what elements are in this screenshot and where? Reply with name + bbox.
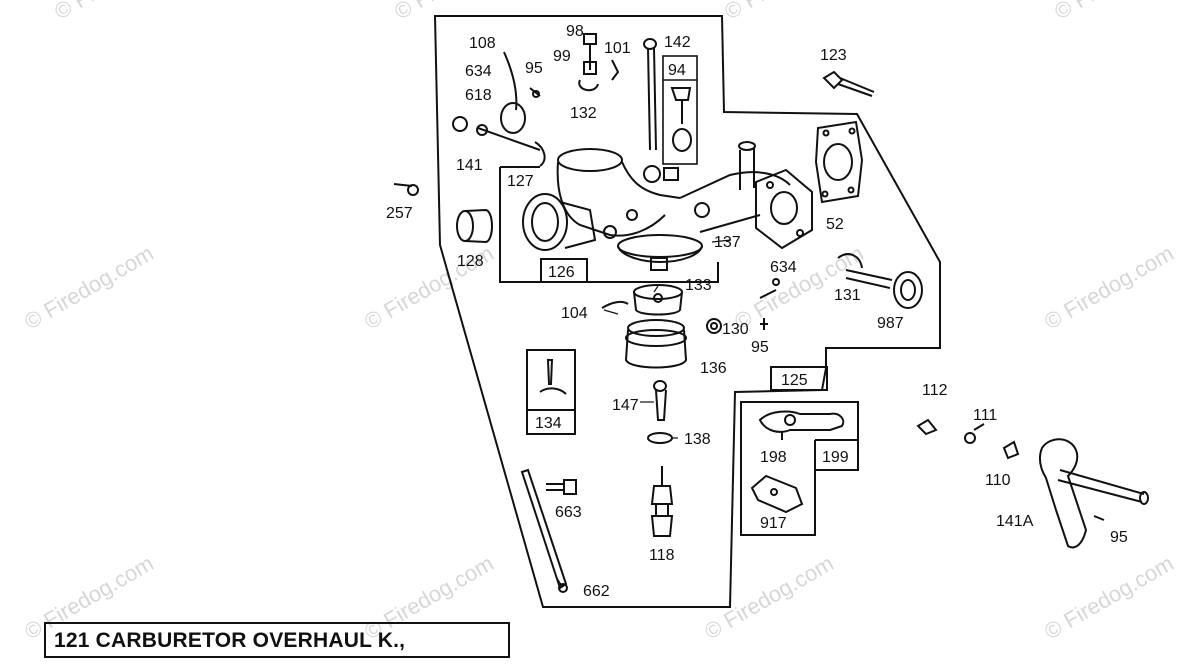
part-label: 618 — [465, 87, 492, 104]
kit-title: 121 CARBURETOR OVERHAUL K., — [54, 629, 406, 652]
part-label: 133 — [685, 277, 712, 294]
part-118 — [650, 466, 674, 537]
part-label: 131 — [834, 287, 861, 304]
part-label: 136 — [700, 360, 727, 377]
needle-parts — [578, 33, 620, 92]
part-663 — [546, 479, 577, 495]
screw-123 — [822, 70, 875, 97]
boxed-label-94: 94 — [668, 62, 686, 79]
float-133 — [633, 284, 683, 316]
part-label: 95 — [1110, 529, 1128, 546]
part-label: 128 — [457, 253, 484, 270]
part-label: 132 — [570, 105, 597, 122]
part-label: 123 — [820, 47, 847, 64]
part-label: 137 — [714, 234, 741, 251]
part-label: 111 — [973, 407, 997, 424]
part-label: 634 — [465, 63, 492, 80]
carburetor-body — [522, 141, 813, 271]
watermark: © Firedog.com — [1040, 240, 1178, 334]
boxed-label-126: 126 — [548, 264, 575, 281]
part-134-needle — [539, 359, 567, 395]
gasket-52 — [814, 120, 864, 204]
part-label: 95 — [751, 339, 769, 356]
boxed-label-199: 199 — [822, 449, 849, 466]
boxed-label-917: 917 — [760, 515, 787, 532]
part-147 — [653, 380, 667, 421]
part-label: 634 — [770, 259, 797, 276]
part-label: 101 — [604, 40, 631, 57]
watermark: © Firedog.com — [50, 0, 188, 24]
part-662 — [520, 468, 568, 593]
part-label: 141 — [456, 157, 483, 174]
watermark: © Firedog.com — [1040, 550, 1178, 644]
part-label: 147 — [612, 397, 639, 414]
part-128 — [456, 208, 493, 244]
part-label: 662 — [583, 583, 610, 600]
part-label: 112 — [922, 382, 948, 399]
sub-kit-box-125 — [740, 366, 859, 536]
watermark: © Firedog.com — [700, 550, 838, 644]
throttle-parts — [916, 418, 1149, 549]
part-label: 138 — [684, 431, 711, 448]
watermark: © Firedog.com — [1050, 0, 1180, 24]
sub-kit-box-126 — [499, 166, 719, 283]
part-label: 104 — [561, 305, 588, 322]
watermark: © Firedog.com — [390, 0, 528, 24]
watermark: © Firedog.com — [720, 0, 858, 24]
boxed-label-125: 125 — [781, 372, 808, 389]
part-104 — [601, 300, 629, 309]
kit-title-box: 121 CARBURETOR OVERHAUL K., — [44, 622, 510, 658]
watermark: © Firedog.com — [20, 240, 158, 334]
part-label: 108 — [469, 35, 496, 52]
part-138 — [647, 432, 673, 444]
sub-kit-box-134 — [526, 349, 576, 435]
boxed-label-134: 134 — [535, 415, 562, 432]
watermark-layer: © Firedog.com © Firedog.com © Firedog.co… — [20, 0, 1180, 644]
part-label: 257 — [386, 205, 413, 222]
part-label: 95 — [525, 60, 543, 77]
part-label: 52 — [826, 216, 844, 233]
bowl-136 — [624, 319, 688, 369]
part-label: 142 — [664, 34, 691, 51]
part-917 — [750, 474, 804, 514]
part-142-rod — [643, 38, 692, 152]
part-130 — [706, 318, 768, 334]
part-label: 130 — [722, 321, 749, 338]
leader-lines — [555, 239, 732, 587]
choke-parts — [452, 51, 546, 167]
kit-outline — [433, 15, 941, 608]
part-label: 127 — [507, 173, 534, 190]
boxed-labels: 94 126 125 134 199 917 — [535, 62, 849, 532]
part-label: 198 — [760, 449, 787, 466]
part-label: 118 — [649, 547, 675, 564]
part-label: 110 — [985, 472, 1011, 489]
part-label: 663 — [555, 504, 582, 521]
part-198 — [758, 410, 845, 440]
part-label: 98 — [566, 23, 584, 40]
part-257 — [393, 183, 419, 196]
part-131-987 — [759, 253, 923, 309]
part-labels: 108 98 99 101 142 634 95 618 132 141 127… — [386, 23, 1128, 600]
part-label: 141A — [996, 513, 1034, 530]
part-label: 987 — [877, 315, 904, 332]
sub-kit-box-94 — [662, 55, 698, 165]
part-label: 99 — [553, 48, 571, 65]
